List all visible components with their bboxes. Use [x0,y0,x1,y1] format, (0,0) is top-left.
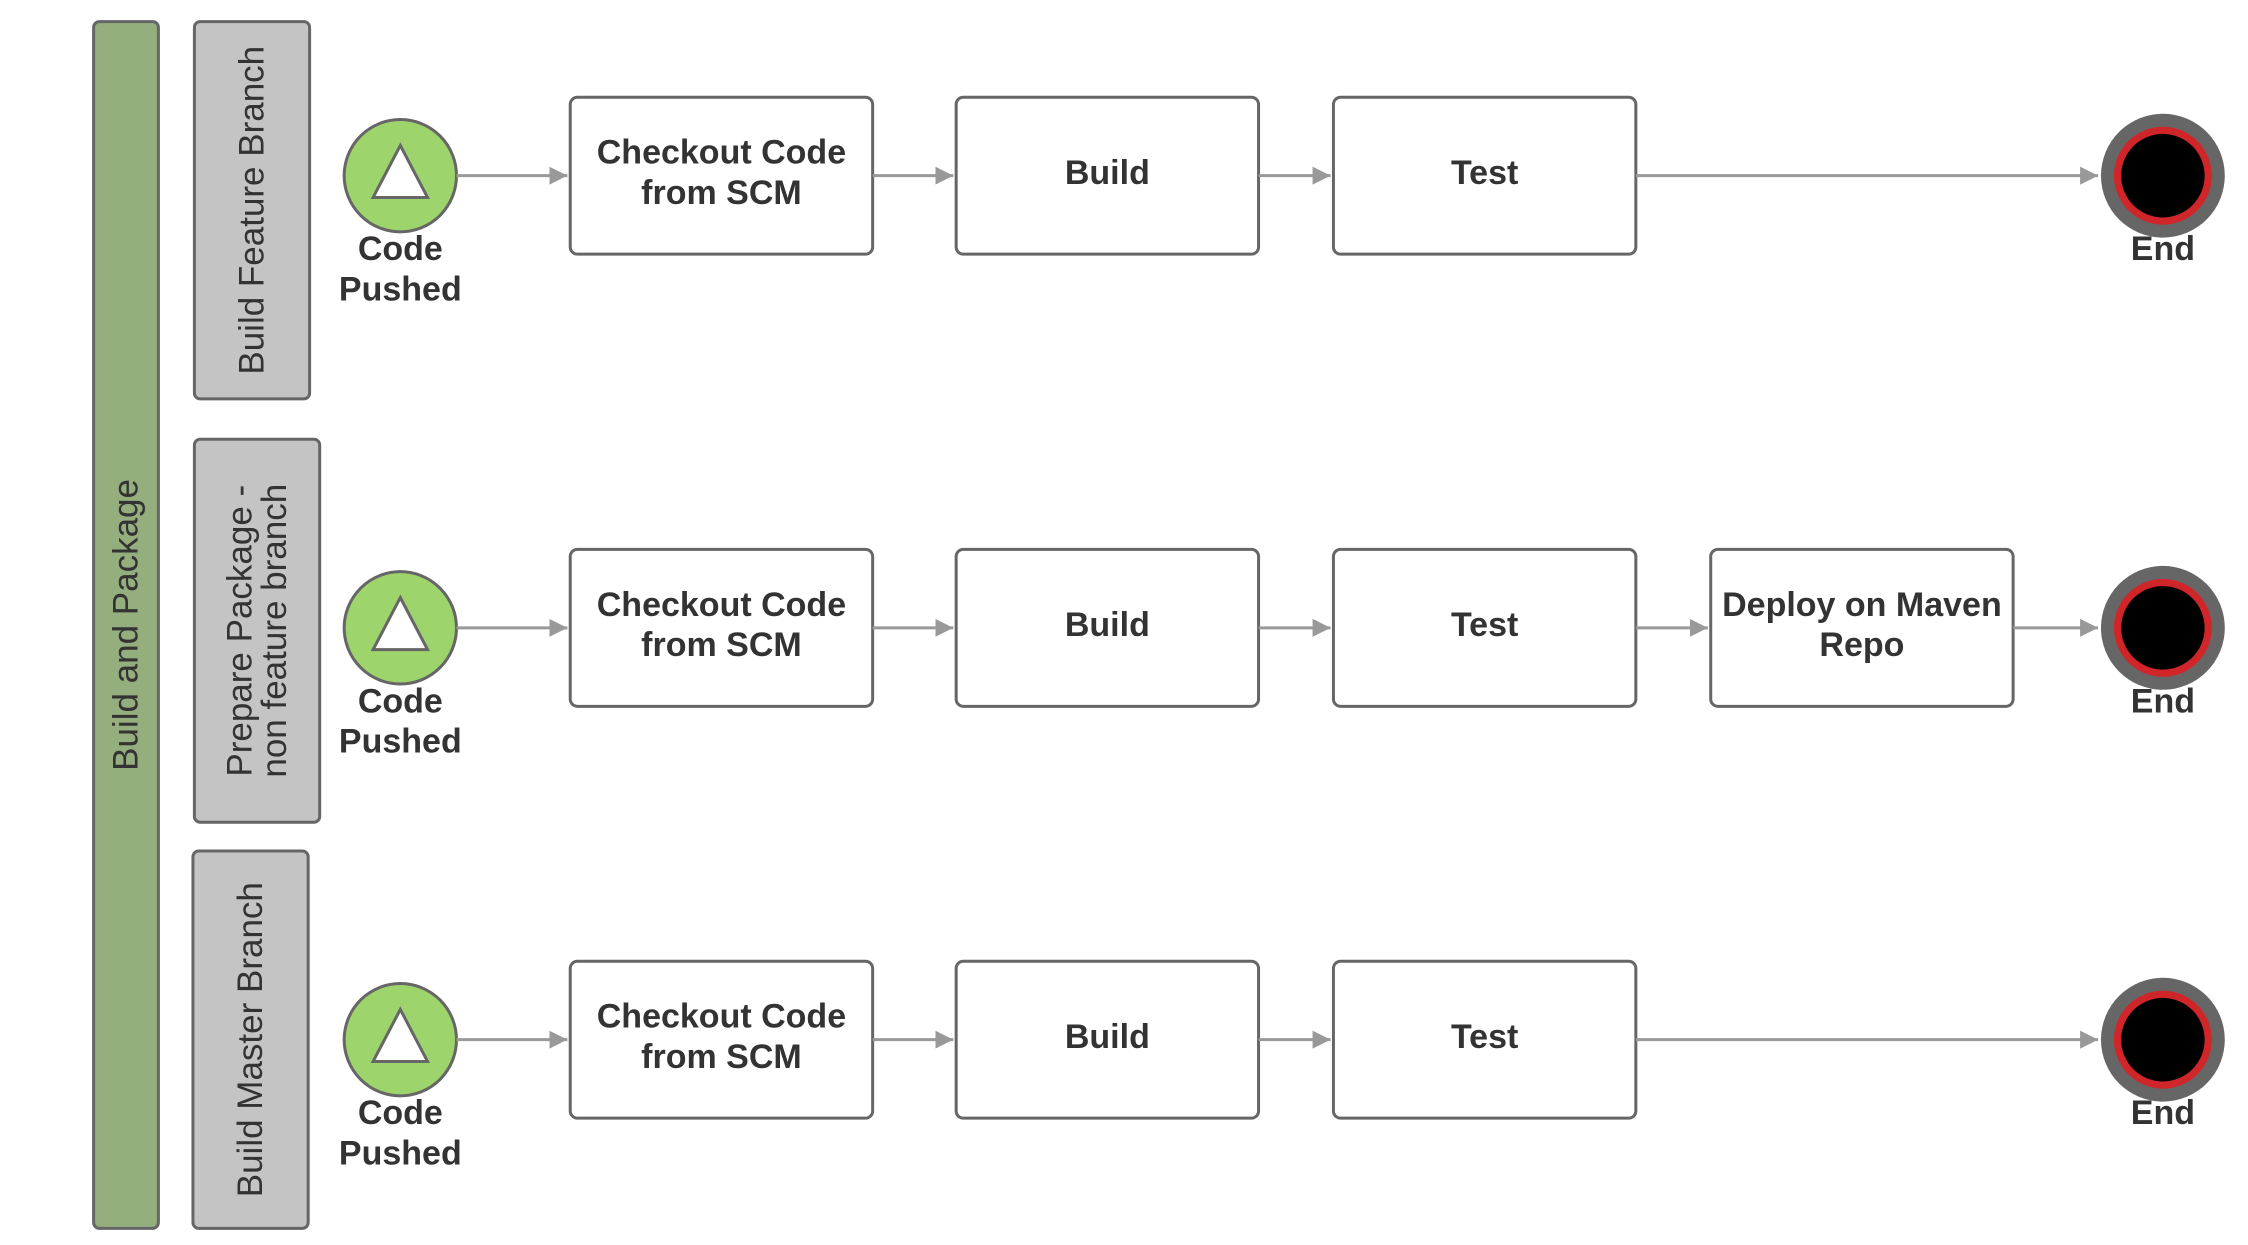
start-event-label: Pushed [339,1134,462,1172]
task-label: Test [1451,606,1518,644]
start-event-label: Pushed [339,723,462,761]
triangle-icon [370,142,431,199]
pool-band [92,20,160,1230]
end-event-core [2121,133,2205,218]
task-label: Checkout Code [597,134,846,172]
task-box [954,959,1261,1120]
task-label: Checkout Code [597,586,846,624]
task-label: Checkout Code [597,998,846,1036]
task: Build [954,959,1261,1120]
start-event-label: Code [358,230,443,268]
task-box [954,95,1261,256]
pool-build-and-package: Build and Package [92,20,160,1230]
task: Test [1331,959,1638,1120]
task-label: Build [1065,606,1150,644]
end-event-core [2121,997,2205,1082]
triangle-icon [370,1006,431,1063]
task-label: Build [1065,154,1150,192]
task-label: Build [1065,1018,1150,1056]
task-label: Test [1451,1018,1518,1056]
pool-label: Build and Package [107,479,146,771]
task-label: from SCM [641,174,802,212]
task: Build [954,547,1261,708]
lane-header [192,20,312,401]
triangle-icon [370,594,431,652]
lane-header [191,849,310,1230]
task-label: from SCM [641,626,802,664]
task: Test [1331,95,1638,256]
task-box [954,547,1261,708]
start-event-label: Pushed [339,270,462,308]
start-event-label: Code [358,1094,443,1132]
end-event-label: End [2131,230,2195,268]
task-label: Test [1451,154,1518,192]
task-label: Deploy on Maven [1722,586,2002,624]
lane-label: Build Master Branch [231,882,270,1197]
task: Build [954,95,1261,256]
task-label: Repo [1819,626,1904,664]
lane-label: non feature branch [255,484,294,778]
end-event-label: End [2131,1094,2195,1132]
lane-header [192,437,322,824]
start-event-label: Code [358,682,443,720]
end-event-core [2121,586,2205,670]
task-label: from SCM [641,1038,802,1076]
end-event-label: End [2131,682,2195,720]
task: Test [1331,547,1638,708]
lane-label: Build Feature Branch [233,46,272,375]
lane-label: Prepare Package - [220,485,259,777]
